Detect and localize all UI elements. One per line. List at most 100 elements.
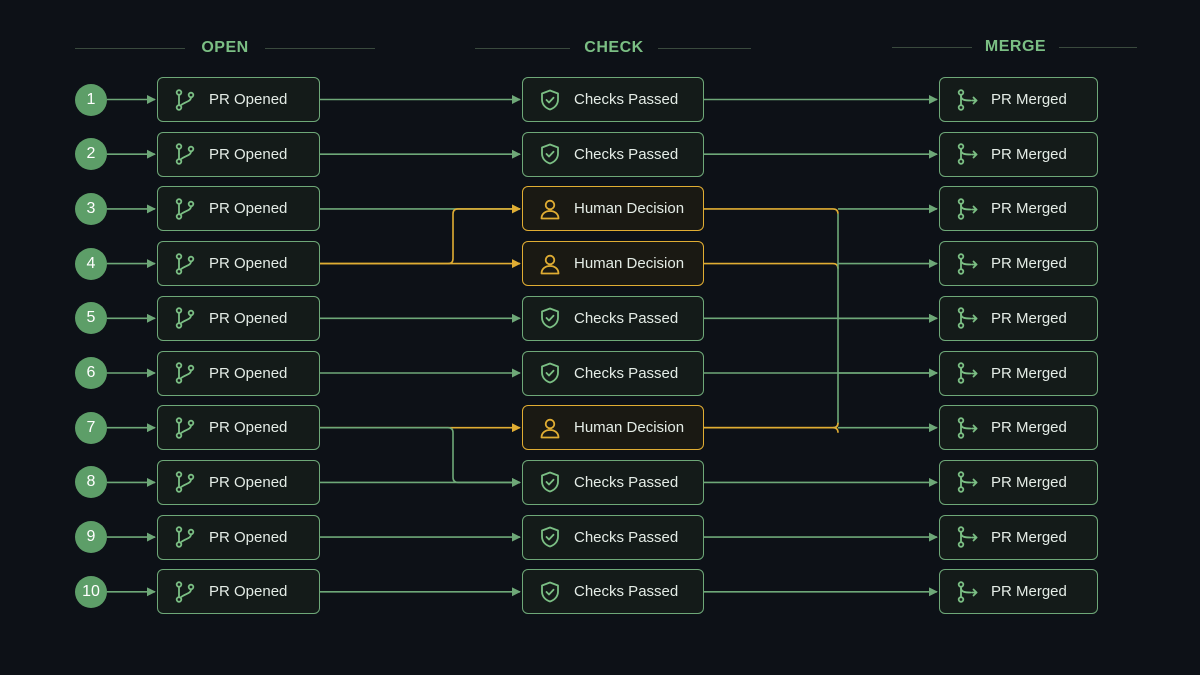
check-node-4[interactable]: Human Decision bbox=[522, 241, 704, 287]
step-number-badge: 3 bbox=[75, 192, 107, 225]
git-branch-icon bbox=[173, 525, 197, 549]
open-node-7[interactable]: PR Opened bbox=[157, 405, 320, 451]
open-node-5[interactable]: PR Opened bbox=[157, 295, 320, 341]
check-node-1[interactable]: Checks Passed bbox=[522, 77, 704, 122]
check-label: Checks Passed bbox=[574, 528, 679, 546]
git-branch-icon bbox=[173, 142, 197, 166]
git-merge-icon bbox=[955, 142, 979, 166]
check-label: Checks Passed bbox=[574, 583, 679, 601]
merge-node-1[interactable]: PR Merged bbox=[939, 77, 1098, 122]
step-number-badge: 1 bbox=[75, 83, 107, 116]
check-node-5[interactable]: Checks Passed bbox=[522, 295, 704, 341]
check-node-2[interactable]: Checks Passed bbox=[522, 131, 704, 177]
open-label: PR Opened bbox=[209, 473, 288, 491]
step-number-badge: 9 bbox=[75, 521, 107, 554]
open-node-10[interactable]: PR Opened bbox=[157, 569, 320, 615]
column-header-merge: MERGE bbox=[984, 38, 1047, 55]
git-merge-icon bbox=[955, 252, 979, 276]
person-icon bbox=[538, 416, 562, 440]
merge-label: PR Merged bbox=[991, 309, 1067, 327]
check-node-10[interactable]: Checks Passed bbox=[522, 569, 704, 615]
person-icon bbox=[538, 197, 562, 221]
merge-label: PR Merged bbox=[991, 200, 1067, 218]
column-header-check: CHECK bbox=[584, 39, 644, 56]
column-header-open: OPEN bbox=[201, 39, 249, 56]
shield-check-icon bbox=[538, 525, 562, 549]
edge-open-7-to-check-8 bbox=[320, 426, 521, 487]
git-branch-icon bbox=[173, 361, 197, 385]
step-number-badge: 7 bbox=[75, 411, 107, 444]
check-label: Checks Passed bbox=[574, 145, 679, 163]
merge-node-4[interactable]: PR Merged bbox=[939, 241, 1098, 287]
open-label: PR Opened bbox=[209, 309, 288, 327]
open-label: PR Opened bbox=[209, 419, 288, 437]
merge-node-10[interactable]: PR Merged bbox=[939, 569, 1098, 615]
open-node-8[interactable]: PR Opened bbox=[157, 459, 320, 505]
merge-node-7[interactable]: PR Merged bbox=[939, 405, 1098, 451]
edge-check-3-to-merge-3-out bbox=[704, 208, 839, 214]
merge-node-8[interactable]: PR Merged bbox=[939, 459, 1098, 505]
git-branch-icon bbox=[173, 580, 197, 604]
header-merge-rule-left bbox=[892, 47, 972, 48]
open-node-3[interactable]: PR Opened bbox=[157, 186, 320, 232]
open-label: PR Opened bbox=[209, 145, 288, 163]
open-label: PR Opened bbox=[209, 200, 288, 218]
check-label: Human Decision bbox=[574, 419, 685, 437]
git-branch-icon bbox=[173, 306, 197, 330]
header-check-rule-right bbox=[658, 48, 751, 49]
check-node-8[interactable]: Checks Passed bbox=[522, 459, 704, 505]
merge-node-2[interactable]: PR Merged bbox=[939, 131, 1098, 177]
open-node-4[interactable]: PR Opened bbox=[157, 241, 320, 287]
merge-bus-vertical bbox=[832, 213, 839, 429]
open-node-1[interactable]: PR Opened bbox=[157, 77, 320, 122]
check-node-9[interactable]: Checks Passed bbox=[522, 514, 704, 560]
open-node-6[interactable]: PR Opened bbox=[157, 350, 320, 396]
step-number-badge: 5 bbox=[75, 302, 107, 335]
git-branch-icon bbox=[173, 470, 197, 494]
step-number-badge: 2 bbox=[75, 138, 107, 171]
merge-label: PR Merged bbox=[991, 473, 1067, 491]
git-merge-icon bbox=[955, 416, 979, 440]
git-merge-icon bbox=[955, 580, 979, 604]
shield-check-icon bbox=[538, 88, 562, 112]
shield-check-icon bbox=[538, 142, 562, 166]
open-label: PR Opened bbox=[209, 91, 288, 108]
git-branch-icon bbox=[173, 252, 197, 276]
open-label: PR Opened bbox=[209, 255, 288, 273]
open-node-9[interactable]: PR Opened bbox=[157, 514, 320, 560]
edge-open-4-to-check-3 bbox=[320, 204, 521, 265]
header-open-rule-right bbox=[265, 48, 375, 49]
step-number-badge: 6 bbox=[75, 357, 107, 389]
check-node-6[interactable]: Checks Passed bbox=[522, 350, 704, 396]
merge-label: PR Merged bbox=[991, 364, 1067, 382]
git-branch-icon bbox=[173, 88, 197, 112]
shield-check-icon bbox=[538, 306, 562, 330]
step-number-badge: 8 bbox=[75, 466, 107, 499]
shield-check-icon bbox=[538, 580, 562, 604]
merge-node-9[interactable]: PR Merged bbox=[939, 514, 1098, 560]
merge-node-6[interactable]: PR Merged bbox=[939, 350, 1098, 396]
edge-check-4-to-merge-4-out bbox=[704, 262, 839, 269]
merge-label: PR Merged bbox=[991, 145, 1067, 163]
check-label: Checks Passed bbox=[574, 473, 679, 491]
git-merge-icon bbox=[955, 361, 979, 385]
merge-node-3[interactable]: PR Merged bbox=[939, 186, 1098, 232]
check-label: Checks Passed bbox=[574, 91, 679, 108]
merge-label: PR Merged bbox=[991, 528, 1067, 546]
person-icon bbox=[538, 252, 562, 276]
open-node-2[interactable]: PR Opened bbox=[157, 131, 320, 177]
step-number-badge: 4 bbox=[75, 247, 107, 280]
header-check-rule-left bbox=[475, 48, 570, 49]
git-merge-icon bbox=[955, 306, 979, 330]
human-7-to-bus bbox=[704, 422, 839, 429]
check-label: Checks Passed bbox=[574, 364, 679, 382]
check-node-7[interactable]: Human Decision bbox=[522, 405, 704, 451]
step-number-badge: 10 bbox=[75, 575, 107, 608]
merge-node-5[interactable]: PR Merged bbox=[939, 295, 1098, 341]
git-branch-icon bbox=[173, 197, 197, 221]
check-label: Human Decision bbox=[574, 200, 685, 218]
check-label: Checks Passed bbox=[574, 309, 679, 327]
git-branch-icon bbox=[173, 416, 197, 440]
merge-label: PR Merged bbox=[991, 91, 1067, 108]
check-node-3[interactable]: Human Decision bbox=[522, 186, 704, 232]
